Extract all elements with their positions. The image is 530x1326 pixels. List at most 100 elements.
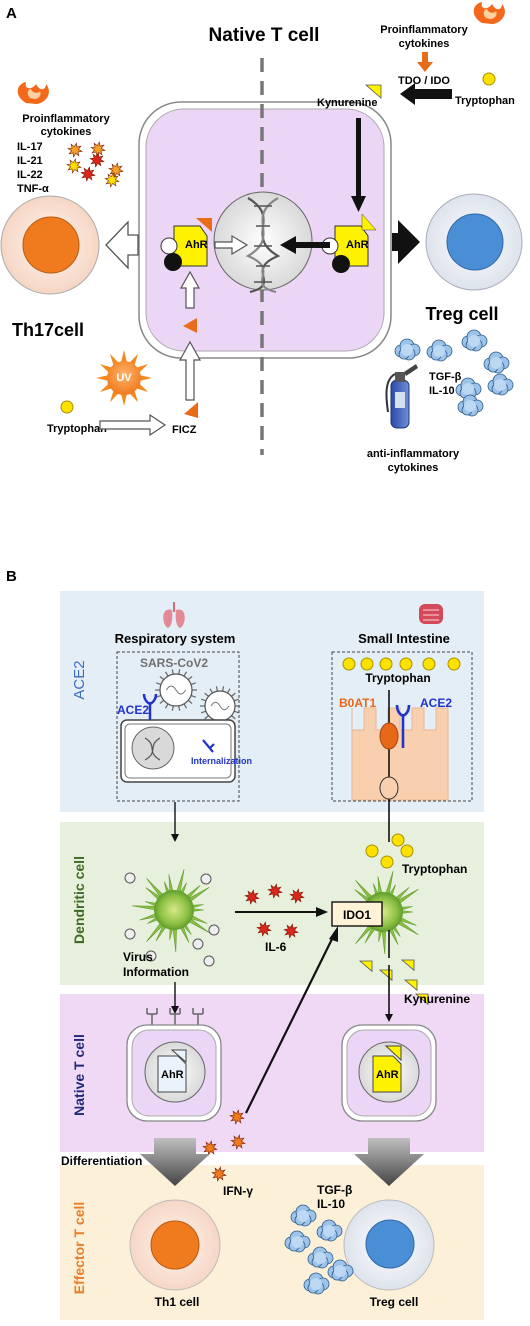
dna-small-icon [144,737,161,761]
kynurenine-ligand [400,959,415,972]
arrow-tryptophan-to-kynurenine [400,83,452,105]
enterocyte [351,707,449,801]
tryptophan-left-label: Tryptophan [47,423,107,435]
ace2-left-label: ACE2 [117,703,149,717]
ahr-complex-right: AhR [321,213,377,273]
arrow-kynurenine-down [351,118,366,212]
title-bg [198,21,338,47]
arrow-to-th17 [105,220,139,270]
il6-burst [256,921,272,937]
arrow-ifn-to-ido1-head [329,926,338,942]
tryptophan-right-label: Tryptophan [455,95,515,107]
tryptophan-dot [379,657,393,671]
differentiation-arrow-left [140,1138,210,1186]
kynurenine-label: Kynurenine [317,97,378,109]
tryptophan-dot [447,657,461,671]
th17-cell [0,195,100,295]
cytokine-cloud [284,1230,311,1253]
differentiation-label: Differentiation [61,1154,142,1168]
cytokine-burst [80,166,96,182]
treg-cell [425,193,523,291]
virus-dot [208,924,220,936]
native-t-cell-left [126,1008,222,1122]
ace2-right-label: ACE2 [420,696,452,710]
ahr-complex-left: AhR [160,218,212,271]
treg-cytokine-1: TGF-β [429,371,462,383]
cytokine-burst [104,172,120,188]
panel-a-letter: A [6,5,17,22]
kynurenine-ligands [358,959,429,1006]
basolateral-transporter [379,776,399,800]
epithelial-cell-inner [124,723,232,779]
arrow-tryptophan-to-ficz [99,413,167,437]
dendritic-band-label: Dendritic cell [71,856,87,944]
cytokine-cloud [483,351,510,374]
panel-a: A Native T cell AhR A [0,2,523,474]
left-cytokine-4: TNF-α [17,183,49,195]
ace2-internalized [202,739,215,753]
intestine-box [331,651,473,802]
arrow-ahr-right-to-dna [280,236,330,254]
tryptophan-dots-mid [365,833,414,869]
cytokine-cloud [426,339,453,362]
tryptophan-dot [342,657,356,671]
cytokine-burst [67,142,83,158]
ifn-gamma-burst [229,1109,245,1125]
tryptophan-mid-label: Tryptophan [402,862,467,876]
treg-cytokine-b-2: IL-10 [317,1197,345,1211]
small-intestine-label: Small Intestine [358,631,450,646]
left-cytokines-title-2: cytokines [41,126,92,138]
respiratory-system-label: Respiratory system [115,631,236,646]
th17-label: Th17cell [12,320,84,340]
ace2-receptor-right [395,704,411,748]
virus-particle [155,669,197,711]
tryptophan-dot-right [482,72,496,86]
tryptophan-dot [399,657,413,671]
anti-inflammatory-2: cytokines [388,462,439,474]
panel-b: B ACE2 Dendritic cell Native T cell Effe… [6,568,484,1320]
virus-icon [155,669,197,711]
arrow-ahr-to-dna [214,234,249,256]
th1-cell [129,1199,221,1291]
tryptophan-dot-left [60,400,74,414]
virus-dot [200,873,212,885]
tryptophan-dot [365,844,379,858]
ace2-receptor-left [142,693,158,720]
b0at1-transporter [379,722,399,750]
ifn-gamma-burst [211,1166,227,1182]
treg-label: Treg cell [425,304,498,324]
th1-label: Th1 cell [155,1295,200,1309]
il6-burst [267,883,283,899]
arrow-ficz-into-cell [178,340,202,401]
differentiation-arrow-right [354,1138,424,1186]
internalization-label: Internalization [191,756,252,766]
tryptophan-dot [391,833,405,847]
ido1-box [331,901,383,927]
virus-dot [203,955,215,967]
tryptophan-dot [422,657,436,671]
cytokine-cloud [327,1259,354,1282]
virus-dot [145,950,157,962]
intestine-icon [419,604,443,624]
left-cytokine-3: IL-22 [17,169,43,181]
flame-icon-left [17,82,49,104]
treg-cytokine-2: IL-10 [429,385,455,397]
arrow-ifn-to-ido1 [245,934,335,1114]
right-cytokines-title-1: Proinflammatory [380,24,468,36]
tdo-ido-label: TDO / IDO [398,75,450,87]
flame-icon-right [473,2,505,24]
virus-information-1: Virus [123,950,153,964]
right-cytokines-title-2: cytokines [399,38,450,50]
il6-burst [289,888,305,904]
treg-cytokine-clouds [284,1204,354,1295]
arrow-cytokines-down [417,52,433,72]
dendritic-band [60,822,484,985]
ahr-label-b-left: AhR [161,1069,184,1081]
tryptophan-dot [360,657,374,671]
arrow-kyn-down-head [385,1014,393,1022]
kynurenine-ligand [403,979,418,992]
ficz-ligand [183,318,197,333]
tryptophan-dot [380,855,394,869]
treg-cytokine-b-1: TGF-β [317,1183,352,1197]
tryptophan-dot [400,844,414,858]
